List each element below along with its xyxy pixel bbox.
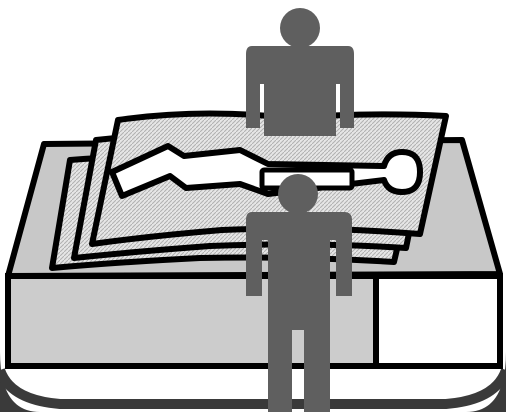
person-back-head bbox=[280, 8, 320, 48]
frame-arc bbox=[0, 370, 506, 404]
table-side-panel bbox=[376, 276, 500, 366]
person-front-head bbox=[278, 174, 318, 214]
